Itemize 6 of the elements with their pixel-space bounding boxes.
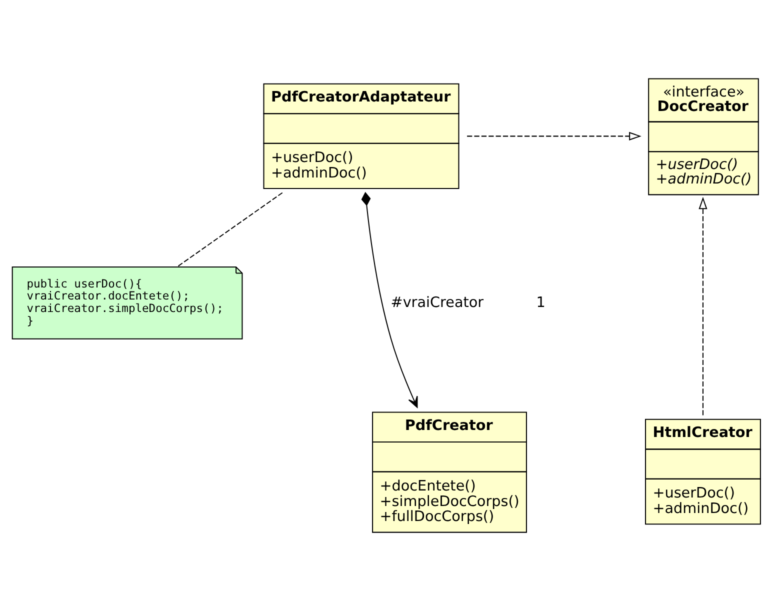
- edge-label: #vraiCreator: [390, 294, 484, 311]
- connector: [176, 192, 283, 268]
- arrow: [467, 132, 642, 140]
- arrow: [698, 196, 708, 416]
- label: 1: [536, 294, 546, 311]
- arrow: [361, 192, 418, 408]
